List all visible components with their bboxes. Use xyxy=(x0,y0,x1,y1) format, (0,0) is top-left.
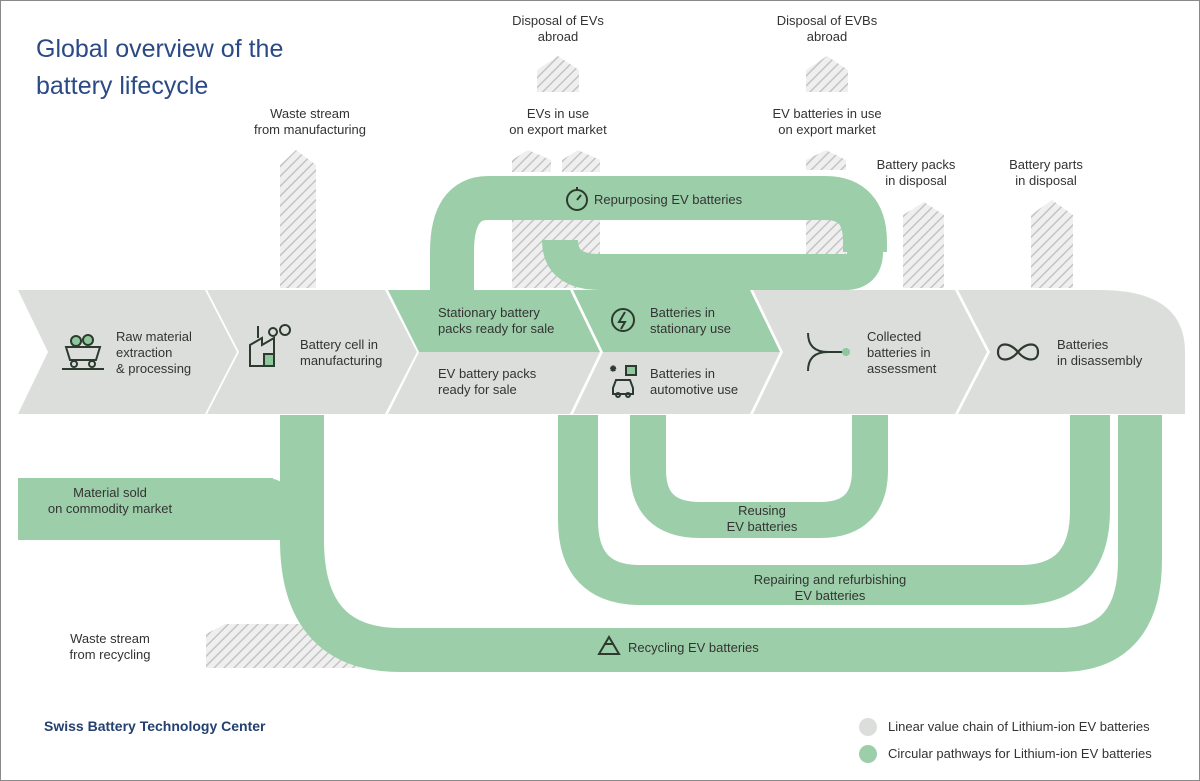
raw-label-2: extraction xyxy=(116,345,172,360)
green-loops xyxy=(280,176,1162,672)
repairing-label-2: EV batteries xyxy=(795,588,866,603)
raw-label-3: & processing xyxy=(116,361,191,376)
stationary-packs-label-1: Stationary battery xyxy=(438,305,540,320)
waste-manufacturing-label-1: Waste stream xyxy=(270,106,350,121)
repurposing-loop xyxy=(430,176,887,292)
legend-circular-swatch xyxy=(859,745,877,763)
reusing-loop xyxy=(630,415,888,538)
factory-icon xyxy=(249,324,291,367)
cell-label-2: manufacturing xyxy=(300,353,382,368)
disposal-evbs-label-1: Disposal of EVBs xyxy=(777,13,878,28)
disassembly-label-1: Batteries xyxy=(1057,337,1109,352)
stationary-packs-label-2: packs ready for sale xyxy=(438,321,554,336)
evs-export-arrow-2 xyxy=(562,150,600,172)
cell-label-1: Battery cell in xyxy=(300,337,378,352)
disposal-evs-label-2: abroad xyxy=(538,29,578,44)
material-sold-band xyxy=(18,478,273,526)
disposal-evs-label-1: Disposal of EVs xyxy=(512,13,604,28)
assessment-label-3: assessment xyxy=(867,361,937,376)
evs-export-label-2: on export market xyxy=(509,122,607,137)
stage-ev-packs xyxy=(388,352,600,414)
disassembly-label-2: in disassembly xyxy=(1057,353,1143,368)
stationary-use-label-2: stationary use xyxy=(650,321,731,336)
evs-export-arrow xyxy=(512,150,551,172)
title-line-1: Global overview of the xyxy=(36,35,283,63)
evs-export-label-1: EVs in use xyxy=(527,106,589,121)
repurposing-label: Repurposing EV batteries xyxy=(594,192,743,207)
stage-assessment xyxy=(753,290,987,414)
reusing-label-2: EV batteries xyxy=(727,519,798,534)
packs-disposal-label-1: Battery packs xyxy=(877,157,956,172)
material-sold-label-1: Material sold xyxy=(73,485,147,500)
waste-recycling-label-1: Waste stream xyxy=(70,631,150,646)
recycling-loop xyxy=(280,415,1162,672)
repairing-loop xyxy=(558,415,1110,605)
stage-automotive-use xyxy=(573,352,780,414)
material-sold-label-2: on commodity market xyxy=(48,501,173,516)
packs-disposal-stream xyxy=(903,202,944,288)
assessment-label-2: batteries in xyxy=(867,345,931,360)
waste-recycling-label-2: from recycling xyxy=(70,647,151,662)
fork-arrow-icon xyxy=(807,332,850,372)
car-battery-icon: * xyxy=(610,364,637,398)
stage-disassembly xyxy=(958,290,1185,414)
evb-export-arrow xyxy=(806,150,846,170)
stage-raw-material xyxy=(18,290,237,414)
stationary-use-label-1: Batteries in xyxy=(650,305,715,320)
energy-cycle-icon xyxy=(611,308,635,332)
mine-cart-icon xyxy=(62,334,104,370)
packs-disposal-label-2: in disposal xyxy=(885,173,947,188)
assessment-label-1: Collected xyxy=(867,329,921,344)
automotive-use-label-1: Batteries in xyxy=(650,366,715,381)
legend-circular-label: Circular pathways for Lithium-ion EV bat… xyxy=(888,746,1152,761)
organization-name: Swiss Battery Technology Center xyxy=(44,718,266,734)
disposal-evs-arrow xyxy=(537,56,579,92)
evb-export-label-1: EV batteries in use xyxy=(772,106,881,121)
waste-manufacturing-label-2: from manufacturing xyxy=(254,122,366,137)
value-chain xyxy=(18,290,1185,414)
raw-label-1: Raw material xyxy=(116,329,192,344)
repairing-label-1: Repairing and refurbishing xyxy=(754,572,906,587)
reusing-label-1: Reusing xyxy=(738,503,786,518)
waste-manufacturing-stream xyxy=(280,150,316,288)
recycling-label: Recycling EV batteries xyxy=(628,640,759,655)
parts-disposal-label-2: in disposal xyxy=(1015,173,1077,188)
svg-text:*: * xyxy=(611,365,616,377)
stage-stationary-use xyxy=(573,290,780,352)
automotive-use-label-2: automotive use xyxy=(650,382,738,397)
legend-linear-label: Linear value chain of Lithium-ion EV bat… xyxy=(888,719,1150,734)
repurposing-hook xyxy=(542,238,883,290)
disposal-evbs-label-2: abroad xyxy=(807,29,847,44)
ev-packs-label-2: ready for sale xyxy=(438,382,517,397)
stage-cell-manufacturing xyxy=(207,290,417,414)
parts-disposal-label-1: Battery parts xyxy=(1009,157,1083,172)
title-line-2: battery lifecycle xyxy=(36,72,208,100)
legend-linear-swatch xyxy=(859,718,877,736)
timer-icon xyxy=(566,187,588,211)
parts-disposal-stream xyxy=(1031,200,1073,288)
disposal-evbs-arrow xyxy=(806,56,848,92)
ev-packs-label-1: EV battery packs xyxy=(438,366,537,381)
evb-export-label-2: on export market xyxy=(778,122,876,137)
stage-stationary-packs xyxy=(388,290,600,352)
recycle-icon xyxy=(597,635,621,655)
infinity-icon xyxy=(996,343,1040,361)
